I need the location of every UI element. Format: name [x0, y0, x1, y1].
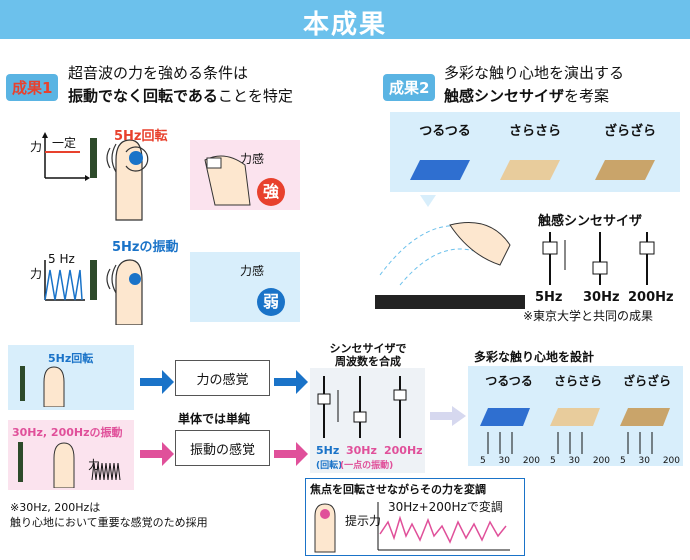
tick-30: 30 [568, 456, 580, 466]
force-axis-label-bottom: 力 [30, 267, 43, 281]
single-simple-note: 単体では単純 [178, 412, 251, 426]
bottom-force-axis: 力 [88, 458, 101, 472]
result2-heading-line1: 多彩な触り心地を演出する [444, 64, 625, 82]
synth-f3: 200Hz [384, 444, 423, 457]
tick-5: 5 [480, 456, 486, 466]
mod-finger-icon [314, 503, 336, 553]
result2-heading-line2: 触感シンセサイザを考案 [444, 85, 609, 107]
tick-30: 30 [638, 456, 650, 466]
vibration-wave-icon [44, 269, 83, 301]
result2-badge: 成果2 [383, 74, 436, 101]
vibration-sense-box: 振動の感覚 [175, 430, 270, 466]
slider-knob-200hz [639, 241, 655, 255]
texture-samples [410, 160, 655, 180]
design-texture-smooth: つるつる [485, 374, 533, 388]
collab-note: ※東京大学と共同の成果 [523, 309, 654, 323]
tick-30: 30 [498, 456, 510, 466]
modulation-box [305, 478, 525, 556]
synth-f1: 5Hz [316, 444, 340, 457]
result1-graphics-top [42, 132, 149, 221]
result1-heading-line2: 振動でなく回転であることを特定 [68, 85, 293, 107]
transducer-array-top [90, 138, 97, 178]
footnote-line2: 触り心地において重要な感覚のため採用 [10, 516, 208, 529]
texture-label-fine: さらさら [508, 124, 561, 139]
title-banner [0, 0, 690, 42]
tick-200: 200 [662, 456, 680, 466]
slider-knob-5hz [542, 241, 558, 255]
tick-5: 5 [620, 456, 626, 466]
smooth-texture-icon [410, 160, 470, 180]
synth-title: 触感シンセサイザ [538, 214, 643, 229]
transducer-array-icon [375, 295, 525, 309]
hz-label: 5 Hz [48, 252, 75, 266]
hand-icon [449, 222, 511, 266]
texture-label-rough: ざらざら [603, 124, 656, 139]
result1-heading-bold: 振動でなく回転である [68, 87, 218, 105]
synth-head-line2: 周波数を合成 [335, 355, 401, 368]
tick-200: 200 [522, 456, 540, 466]
design-title: 多彩な触り心地を設計 [474, 350, 595, 364]
result1-heading-rest: ことを特定 [217, 87, 293, 105]
synth-panel [310, 368, 425, 473]
rotation-input-panel [8, 345, 134, 410]
synth-sliders-bottom [317, 376, 407, 438]
result1-badge: 成果1 [6, 74, 59, 101]
result2-heading-rest: を考案 [564, 87, 610, 105]
flow-arrows-left [140, 370, 174, 466]
present-force-label: 提示力 [345, 514, 382, 528]
result1-heading-line1: 超音波の力を強める条件は [68, 64, 249, 82]
synth-sliders-top [542, 232, 655, 285]
flow-arrow-right [430, 406, 466, 426]
page-title: 本成果 [302, 10, 387, 40]
slider-knob-30hz [592, 261, 608, 275]
synth-freq-5: 5Hz [535, 290, 563, 305]
flow-arrows-middle [274, 370, 308, 466]
modulation-graphic [314, 502, 510, 553]
tick-200: 200 [592, 456, 610, 466]
synth-f2-sub: (一点の振動) [340, 461, 394, 471]
finger-bottom-icon [115, 259, 143, 325]
modulation-freq-label: 30Hz+200Hzで変調 [388, 500, 503, 514]
modulated-wave-icon [379, 515, 507, 544]
modulation-title: 焦点を回転させながらその力を変調 [310, 483, 486, 496]
force-sense-top: 力感 [240, 152, 265, 166]
weak-badge: 弱 [257, 288, 285, 316]
design-samples [480, 408, 670, 454]
bottom-vibration-label: 30Hz, 200Hzの振動 [12, 426, 123, 439]
vibration-label: 5Hzの振動 [112, 240, 179, 255]
constant-label: 一定 [52, 136, 77, 150]
synth-freq-200: 200Hz [628, 290, 674, 305]
synth-head-line1: シンセサイザで [329, 342, 407, 355]
design-ticks-3: 5 30 200 [620, 456, 680, 466]
design-ticks-1: 5 30 200 [480, 456, 540, 466]
rotating-focus-icon [129, 151, 143, 165]
rough-texture-icon [595, 160, 655, 180]
force-sense-bottom: 力感 [240, 264, 265, 278]
force-axis-label-top: 力 [30, 140, 43, 154]
rotation-label: 5Hz回転 [114, 129, 168, 144]
axes-top-icon [42, 132, 90, 181]
fingertip-top-icon [204, 155, 251, 206]
strong-badge: 強 [257, 178, 285, 206]
bottom-finger-rotation-icon [20, 366, 65, 407]
design-ticks-2: 5 30 200 [550, 456, 610, 466]
fine-texture-icon [500, 160, 560, 180]
bottom-finger-vibration-icon [18, 442, 121, 488]
footnote-line1: ※30Hz, 200Hzは [10, 501, 101, 514]
synth-f1-sub: (回転) [316, 461, 343, 471]
mod-focus-icon [320, 509, 330, 519]
tick-5: 5 [550, 456, 556, 466]
synth-f2: 30Hz [346, 444, 377, 457]
bottom-rotation-label: 5Hz回転 [48, 352, 94, 365]
synth-freq-30: 30Hz [583, 290, 620, 305]
design-texture-rough: ざらざら [622, 374, 671, 388]
force-sense-box: 力の感覚 [175, 360, 270, 396]
ultrasound-hand-illustration [375, 195, 525, 309]
design-texture-fine: さらさら [553, 374, 602, 388]
result2-heading-bold: 触感シンセサイザ [444, 87, 565, 105]
result1-graphics-bottom [44, 259, 143, 325]
texture-label-smooth: つるつる [419, 124, 471, 139]
